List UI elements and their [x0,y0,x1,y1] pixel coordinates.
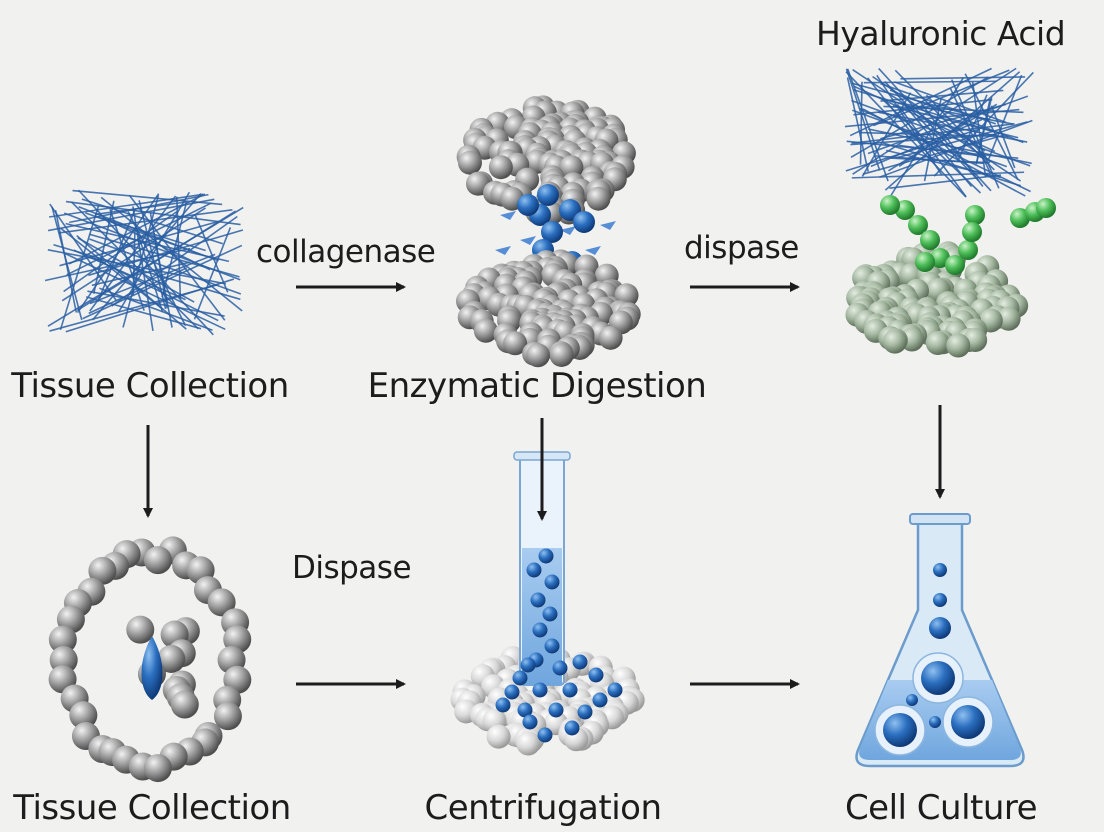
enzyme-label-dispase-bottom: Dispase [292,550,412,586]
erlenmeyer-flask-icon [855,513,1025,768]
fiber-mesh-icon [44,189,244,336]
test-tube-icon [450,451,645,756]
sage-sphere-cluster-icon [845,195,1056,358]
arrows [143,282,945,689]
stage-label-tissue-collection-top: Tissue Collection [11,366,289,406]
split-sphere-cluster-icon [455,95,641,368]
hyaluronic-fiber-mesh-icon [844,67,1034,198]
stage-label-centrifugation: Centrifugation [424,788,662,828]
tissue-ring-cluster-icon [48,536,252,783]
diagram-title: Hyaluronic Acid [816,14,1066,53]
stage-label-enzymatic-digestion: Enzymatic Digestion [367,366,707,406]
stage-label-tissue-collection-bottom: Tissue Collection [13,788,291,828]
enzyme-label-dispase-top: dispase [684,230,799,266]
enzyme-label-collagenase: collagenase [256,234,436,270]
stage-label-cell-culture: Cell Culture [844,788,1038,828]
